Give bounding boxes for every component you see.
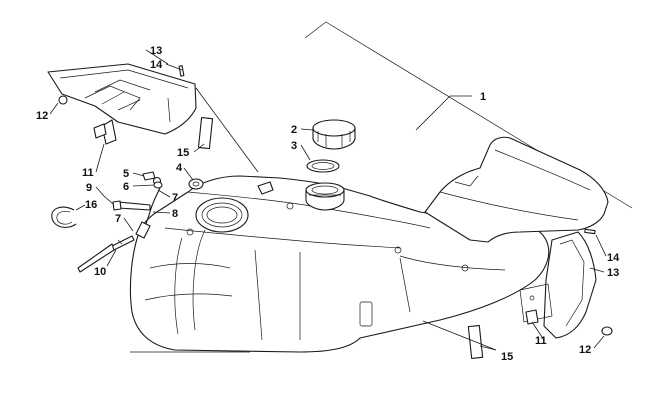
cap-gasket (306, 159, 340, 173)
callout-labels: 1 2 3 4 5 6 7 7 8 9 10 11 11 12 12 13 13… (36, 45, 620, 363)
callout-14-left: 14 (150, 59, 163, 71)
callout-4: 4 (176, 162, 183, 174)
leader-lines (49, 49, 607, 351)
left-pump-bracket (47, 63, 214, 150)
callout-12-left: 12 (36, 110, 48, 122)
fuel-cap (312, 119, 356, 150)
callout-15-right: 15 (501, 351, 513, 363)
callout-3: 3 (291, 140, 297, 152)
spring-clamp (51, 206, 77, 228)
callout-1: 1 (480, 91, 486, 103)
callout-13-left: 13 (150, 45, 162, 57)
callout-11-left: 11 (82, 167, 94, 179)
callout-13-right: 13 (607, 267, 619, 279)
vent-hose-assembly (77, 187, 161, 273)
assembly-frame-lines (130, 21, 633, 353)
callout-2: 2 (291, 124, 297, 136)
grommet (188, 178, 204, 190)
callout-14-right: 14 (607, 252, 620, 264)
callout-15-left: 15 (177, 147, 189, 159)
callout-12-right: 12 (579, 344, 591, 356)
callout-8: 8 (172, 208, 178, 220)
callout-7-lower: 7 (115, 213, 121, 225)
fuel-tank (129, 136, 609, 353)
callout-5: 5 (123, 168, 129, 180)
callout-6: 6 (123, 181, 129, 193)
callout-9: 9 (86, 182, 92, 194)
hose-clamp-small (153, 181, 163, 189)
callout-16: 16 (85, 199, 97, 211)
callout-11-right: 11 (535, 335, 547, 347)
callout-10: 10 (94, 266, 106, 278)
callout-7-top: 7 (172, 192, 178, 204)
right-pump-bracket (467, 228, 613, 359)
